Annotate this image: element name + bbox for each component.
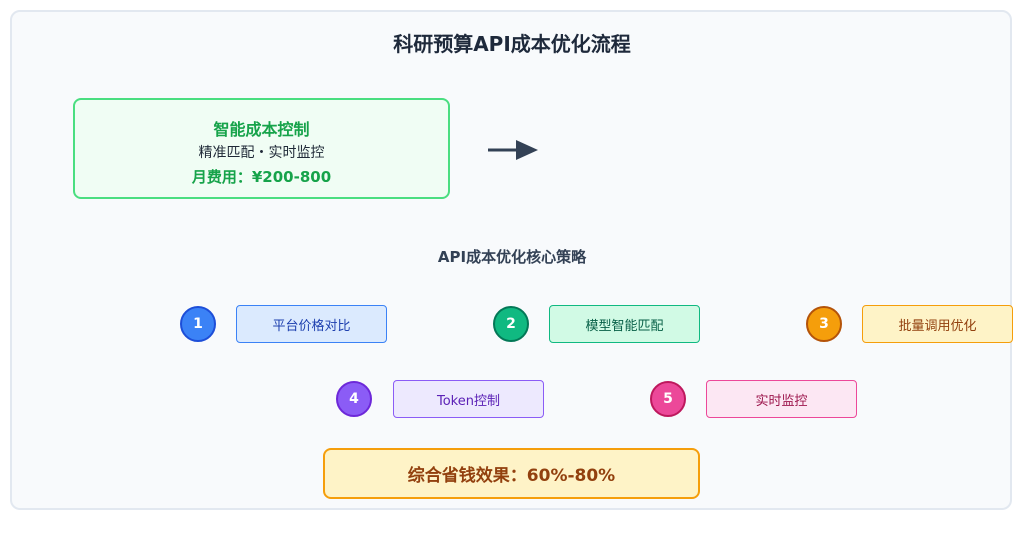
strategy-number-2: 2	[493, 306, 529, 342]
strategy-batch-call-optimize: 批量调用优化	[862, 305, 1013, 343]
strategy-realtime-monitor: 实时监控	[706, 380, 857, 418]
smart-cost-control-subtext: 精准匹配・实时监控	[198, 145, 325, 161]
strategy-platform-price-compare: 平台价格对比	[236, 305, 387, 343]
strategy-number-5: 5	[650, 381, 686, 417]
strategy-token-control: Token控制	[393, 380, 544, 418]
smart-cost-control-heading: 智能成本控制	[213, 120, 310, 139]
monthly-cost-label: 月费用：¥200-800	[191, 168, 332, 186]
strategy-number-1: 1	[180, 306, 216, 342]
smart-cost-control-box: 智能成本控制 精准匹配・实时监控 月费用：¥200-800	[73, 98, 450, 199]
diagram-title: 科研预算API成本优化流程	[393, 32, 631, 56]
strategy-number-4: 4	[336, 381, 372, 417]
arrow-right-icon	[488, 140, 538, 160]
strategy-model-smart-match: 模型智能匹配	[549, 305, 700, 343]
diagram-panel	[10, 10, 1012, 510]
overall-savings-box: 综合省钱效果：60%-80%	[323, 448, 700, 499]
strategy-section-title: API成本优化核心策略	[437, 248, 587, 266]
strategy-number-3: 3	[806, 306, 842, 342]
